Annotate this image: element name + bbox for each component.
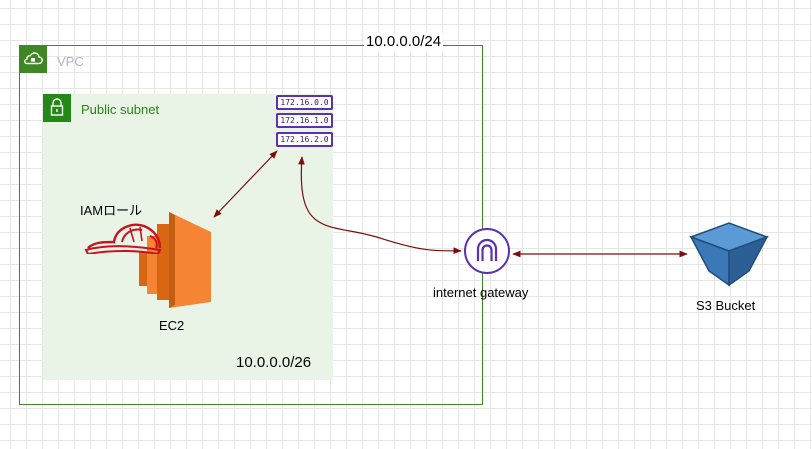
s3-bucket-label: S3 Bucket [696,298,756,313]
vpc-label: VPC [57,54,84,69]
vpc-cloud-icon [19,45,47,73]
subnet-lock-icon [43,94,71,122]
route-table-igw-arrow [298,156,462,254]
internet-gateway-icon[interactable] [463,227,511,275]
route-table-entry[interactable]: 172.16.0.0 [276,95,333,110]
vpc-cidr: 10.0.0.0/24 [364,33,444,50]
vpc-group[interactable] [19,45,483,405]
ec2-label: EC2 [159,318,185,333]
subnet-cidr: 10.0.0.0/26 [236,354,312,371]
route-table-entry[interactable]: 172.16.2.0 [276,132,333,147]
subnet-label: Public subnet [81,102,160,117]
internet-gateway-label: internet gateway [433,285,529,300]
s3-bucket-icon[interactable] [688,221,770,287]
iam-role-helmet-icon[interactable] [84,220,162,256]
ec2-route-table-arrow [213,150,278,218]
iam-role-label: IAMロール [80,203,143,218]
route-table-entry[interactable]: 172.16.1.0 [276,113,333,128]
